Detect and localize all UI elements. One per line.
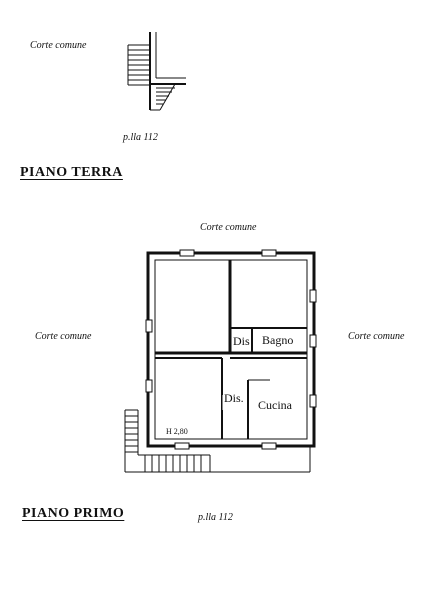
room-dis: Dis. [224, 391, 244, 405]
first-floor-walls [145, 249, 317, 450]
first-parcel-label: p.lla 112 [198, 512, 233, 523]
room-dis-top: Dis [233, 334, 250, 348]
room-bagno: Bagno [262, 333, 294, 347]
first-corte-right-label: Corte comune [348, 331, 405, 342]
first-floor-title: PIANO PRIMO [22, 506, 125, 521]
first-corte-left-label: Corte comune [35, 331, 92, 342]
ground-corte-label: Corte comune [30, 40, 87, 51]
first-corte-top-label: Corte comune [200, 222, 257, 233]
room-height-label: H 2,80 [166, 427, 188, 436]
first-floor-staircase [124, 409, 311, 473]
ground-parcel-label: p.lla 112 [123, 132, 158, 143]
ground-floor-title: PIANO TERRA [20, 165, 123, 180]
ground-floor-staircase [127, 32, 186, 111]
room-cucina: Cucina [258, 398, 292, 412]
